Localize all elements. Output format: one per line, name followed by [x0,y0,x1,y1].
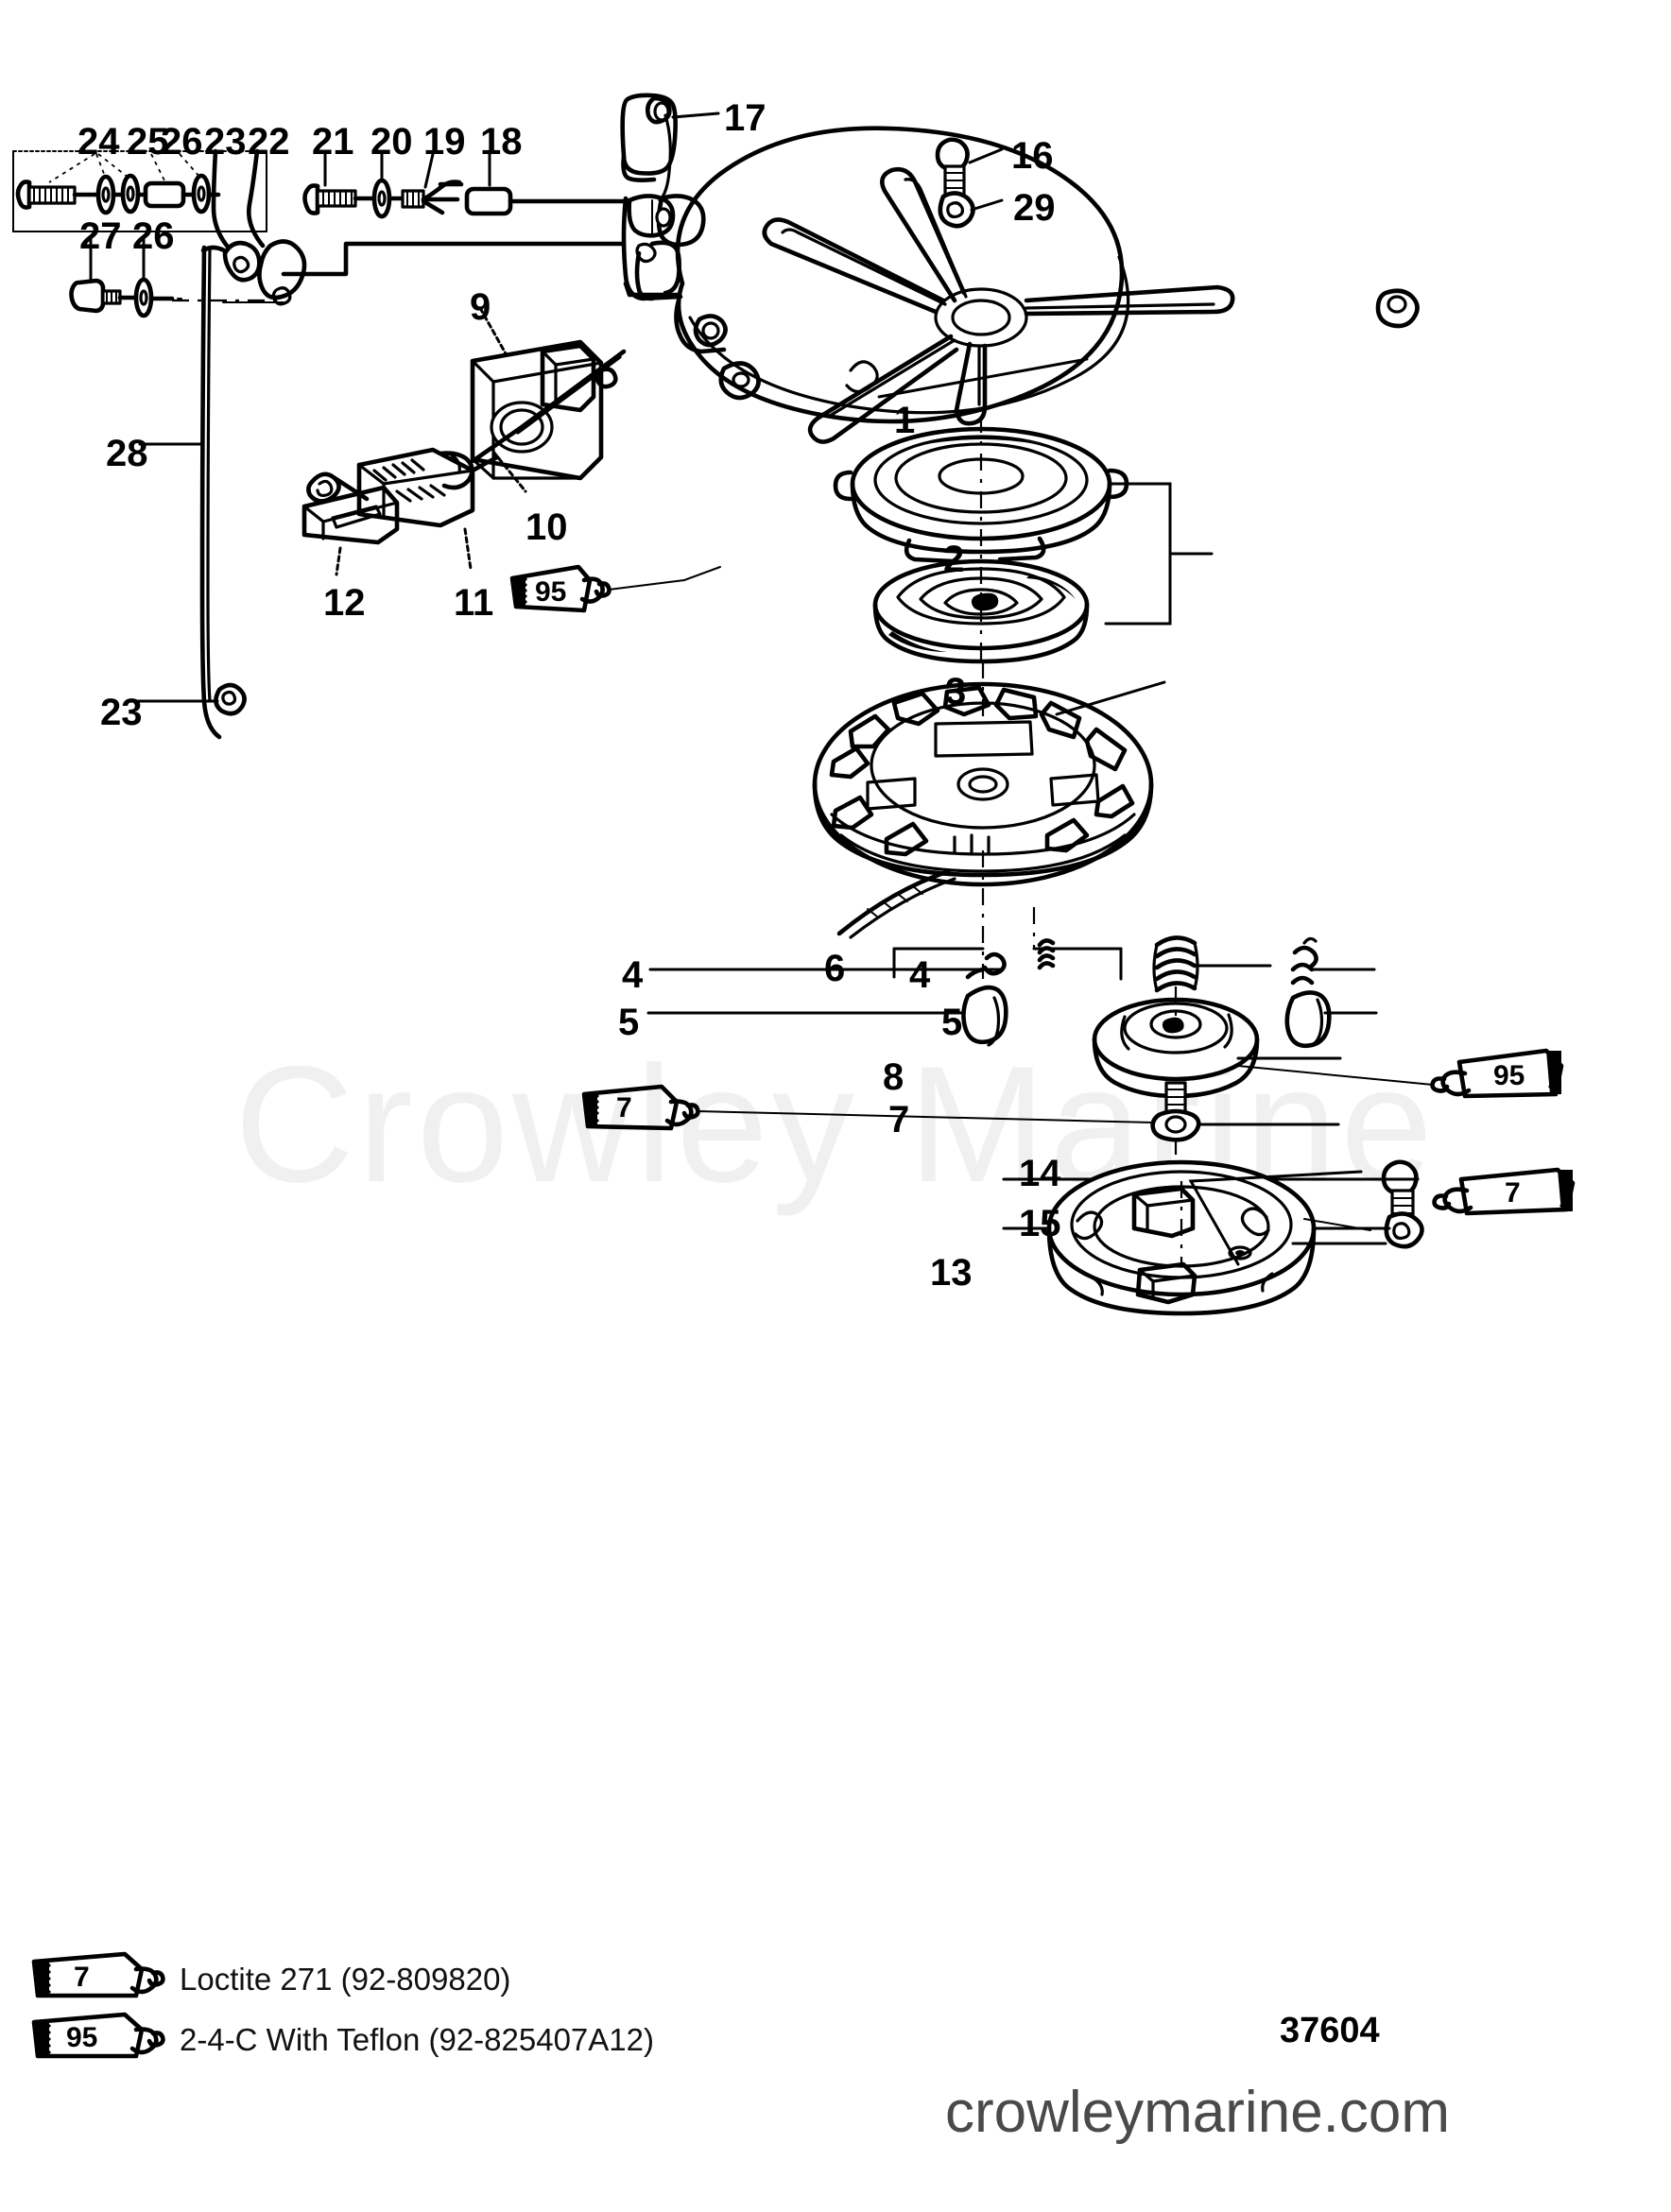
callout-24: 24 [78,121,120,163]
part-17-lock-lever [620,93,720,237]
callout-2: 2 [943,539,965,580]
part-4-pawl-spring-left [1037,938,1056,970]
callout-25: 25 [127,121,169,163]
callout-23-lower: 23 [100,692,143,733]
part-13-drive-cup [1046,1159,1387,1316]
callout-13: 13 [930,1252,973,1294]
callout-8: 8 [883,1056,904,1098]
legend-tube-95 [31,2012,165,2059]
callout-4-left: 4 [622,954,644,996]
callout-14: 14 [1019,1153,1061,1194]
part-4-6-spring-cluster [646,907,1378,1238]
site-brand-text: crowleymarine.com [945,2080,1451,2145]
callout-5-right: 5 [941,1002,963,1043]
callout-15: 15 [1019,1203,1061,1244]
part-3-pulley [812,661,1166,979]
legend-text-teflon: 2-4-C With Teflon (92-825407A12) [180,2022,654,2057]
callout-3: 3 [945,671,967,712]
lube-tube-label-7-b: 7 [1505,1177,1521,1209]
callout-11: 11 [454,582,494,624]
legend-tube-label-7: 7 [74,1962,90,1993]
callout-6: 6 [824,948,846,989]
callout-9: 9 [470,286,491,328]
callout-1: 1 [894,400,916,441]
legend-tube-label-95: 95 [66,2022,98,2053]
callout-18: 18 [480,121,523,163]
legend-text-loctite: Loctite 271 (92-809820) [180,1962,511,1997]
part-6-compression-spring [1152,935,1272,993]
part-18-bushing [464,152,632,216]
callout-4-right: 4 [909,954,931,996]
part-21-screw [302,152,375,215]
callout-12: 12 [323,582,366,624]
part-26-washer-lower [133,234,182,318]
callout-5-left: 5 [618,1002,640,1043]
housing-mount-bracket [621,194,706,301]
callout-28: 28 [106,433,148,474]
part-4-pawl-spring-right [1290,936,1318,986]
callout-26-lower: 26 [132,215,175,257]
callout-20: 20 [370,121,413,163]
lube-tube-label-95-a: 95 [535,576,567,608]
part-2-recoil-spring [833,416,1214,667]
callout-27: 27 [79,215,122,257]
diagram-number: 37604 [1280,2011,1380,2050]
part-12-handle-insert [301,472,400,576]
part-19-clevis [401,152,464,215]
lube-tube-95-b [1237,1048,1564,1099]
callout-23-upper: 23 [204,121,247,163]
part-29-lock-washer [938,191,1004,229]
lube-tube-label-7-a: 7 [616,1092,632,1123]
inset-box-detail [12,150,267,232]
lube-tube-label-95-b: 95 [1493,1060,1525,1091]
lube-tube-95-a [509,564,721,613]
callout-17: 17 [724,97,767,139]
part-28-lock-rod [130,245,247,740]
part-11-rope-handle [356,447,500,571]
part-27-knob [69,234,144,314]
callout-21: 21 [312,121,354,163]
part-23-22-links [172,148,627,306]
part-24-screw-washers [15,153,221,215]
callout-7-center: 7 [888,1099,910,1140]
part-8-spring-retainer [1092,986,1342,1099]
callout-16: 16 [1011,135,1054,177]
lube-tube-7-b [1432,1167,1576,1216]
legend-tube-7 [31,1951,165,1998]
callout-19: 19 [423,121,466,163]
lube-tube-7-a [581,1084,1154,1131]
callout-26-upper: 26 [161,121,203,163]
part-20-washer [371,152,405,219]
callout-22: 22 [248,121,290,163]
part-1-starter-housing [674,126,1420,444]
callout-10: 10 [525,506,568,548]
callout-29: 29 [1013,187,1056,229]
